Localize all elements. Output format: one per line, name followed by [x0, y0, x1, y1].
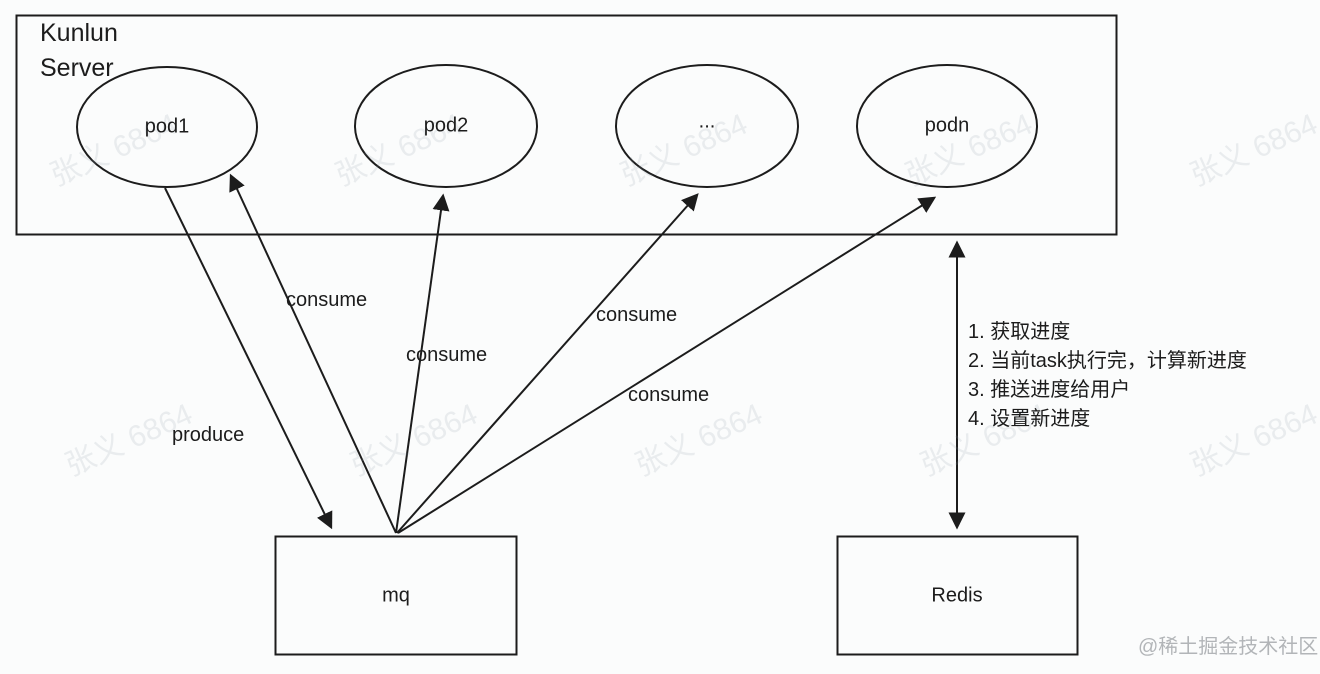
- redis-step-2: 2. 当前task执行完，计算新进度: [968, 350, 1247, 372]
- mq-box: [274, 535, 518, 656]
- redis-step-4: 4. 设置新进度: [968, 408, 1091, 430]
- podn-label: podn: [924, 114, 970, 137]
- produce-label: produce: [172, 424, 245, 446]
- pod-ellipsis-label: ...: [698, 110, 716, 133]
- redis-steps-list: 1. 获取进度 2. 当前task执行完，计算新进度 3. 推送进度给用户 4.…: [968, 318, 1247, 434]
- community-credit: @稀土掘金技术社区: [1138, 636, 1319, 658]
- consume-arrow-ellipsis: [396, 193, 699, 534]
- pod2-ellipse: [354, 64, 538, 188]
- pod2-label: pod2: [423, 114, 469, 137]
- mq-label: mq: [382, 584, 410, 607]
- consume-label-ellipsis: consume: [596, 304, 678, 326]
- kunlun-server-box: [15, 14, 1118, 236]
- podn-ellipse: [856, 64, 1038, 188]
- consume-arrow-pod1: [229, 173, 397, 534]
- pod-ellipsis-ellipse: [615, 64, 799, 188]
- produce-arrow: [164, 187, 333, 530]
- pod1-label: pod1: [144, 115, 190, 138]
- redis-label: Redis: [931, 584, 983, 607]
- pod1-ellipse: [76, 66, 258, 188]
- redis-step-1: 1. 获取进度: [968, 321, 1071, 343]
- consume-arrow-pod2: [395, 193, 450, 534]
- kunlun-server-title-line2: Server: [40, 54, 114, 82]
- consume-label-pod1: consume: [286, 289, 368, 311]
- kunlun-server-title-line1: Kunlun: [40, 19, 118, 47]
- consume-label-podn: consume: [628, 384, 710, 406]
- consume-arrow-podn: [397, 196, 937, 534]
- redis-box: [836, 535, 1079, 656]
- redis-step-3: 3. 推送进度给用户: [968, 379, 1131, 401]
- consume-label-pod2: consume: [406, 344, 488, 366]
